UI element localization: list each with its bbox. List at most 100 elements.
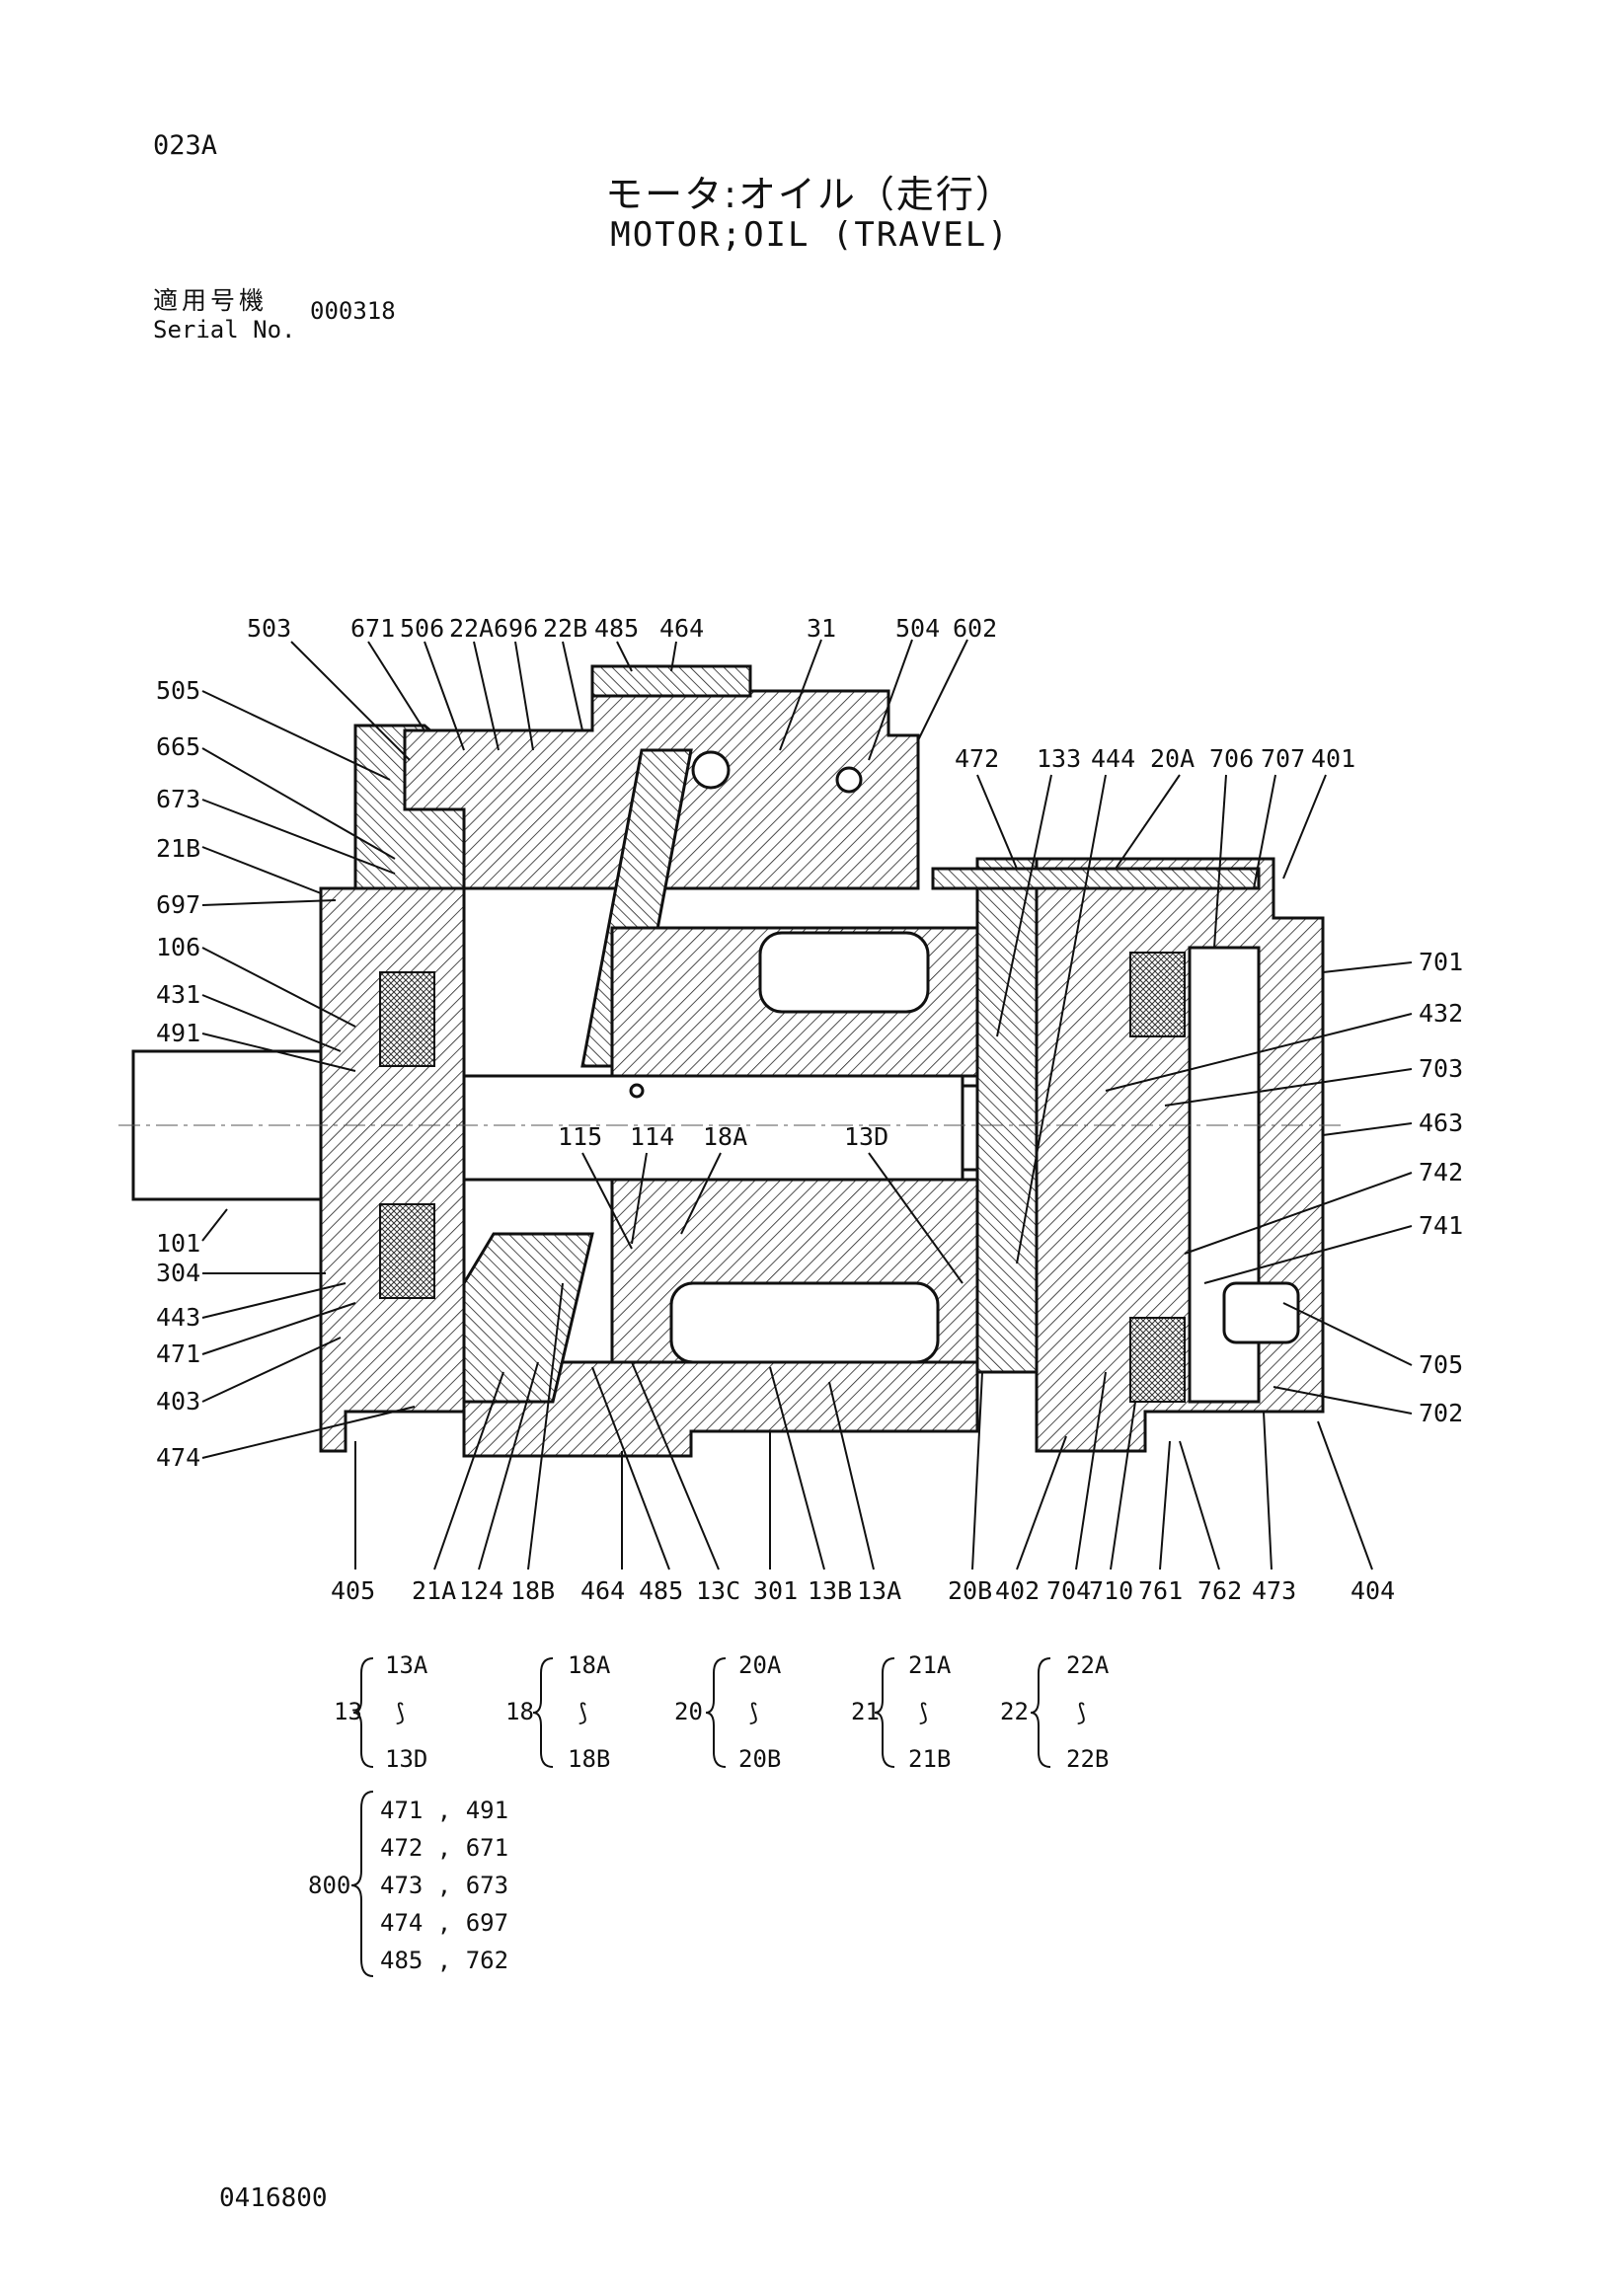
callout-401: 401 <box>1311 744 1355 773</box>
group-22-from: 22A <box>1066 1651 1110 1679</box>
callout-697: 697 <box>156 890 200 919</box>
group-18-range: ⟆ <box>576 1699 589 1726</box>
callout-504: 504 <box>895 614 940 643</box>
spring-plug <box>1222 1281 1300 1344</box>
group-13-to: 13D <box>385 1745 427 1773</box>
group-13: 13 13A ⟆ 13D <box>334 1651 428 1773</box>
callout-13b: 13B <box>808 1576 852 1605</box>
callout-404: 404 <box>1350 1576 1395 1605</box>
callout-464-bottom: 464 <box>580 1576 625 1605</box>
callout-505: 505 <box>156 676 200 705</box>
callouts-inner: 115 114 18A 13D <box>558 1122 888 1151</box>
kit-row-5: 485 , 762 <box>380 1947 508 1974</box>
group-22-id: 22 <box>1000 1698 1029 1725</box>
group-22-to: 22B <box>1066 1745 1109 1773</box>
group-20-from: 20A <box>738 1651 782 1679</box>
group-22-range: ⟆ <box>1074 1699 1088 1726</box>
kit-800: 800 471 , 491 472 , 671 473 , 673 474 , … <box>308 1791 508 1977</box>
callout-133: 133 <box>1037 744 1081 773</box>
document-number: 0416800 <box>219 2183 328 2213</box>
callout-696: 696 <box>494 614 538 643</box>
callout-20b: 20B <box>948 1576 992 1605</box>
group-21-range: ⟆ <box>916 1699 930 1726</box>
page-code: 023A <box>153 130 218 161</box>
kit-row-2: 472 , 671 <box>380 1834 508 1862</box>
callout-402: 402 <box>995 1576 1040 1605</box>
callout-506: 506 <box>400 614 444 643</box>
callout-432: 432 <box>1419 999 1463 1028</box>
callouts-top: 503 671 506 22A 696 22B 485 464 31 504 6… <box>247 614 1355 773</box>
group-21-from: 21A <box>908 1651 952 1679</box>
callout-671: 671 <box>350 614 395 643</box>
callouts-left: 505 665 673 21B 697 106 431 491 101 304 … <box>156 676 200 1472</box>
callout-20a: 20A <box>1150 744 1195 773</box>
valve-plate <box>975 857 1039 1374</box>
callout-22a: 22A <box>449 614 494 643</box>
group-20-range: ⟆ <box>746 1699 760 1726</box>
callout-706: 706 <box>1209 744 1254 773</box>
callout-473: 473 <box>1252 1576 1296 1605</box>
callout-101: 101 <box>156 1229 200 1258</box>
callout-762: 762 <box>1197 1576 1242 1605</box>
group-legend: 13 13A ⟆ 13D 18 18A ⟆ 18B 20 20A ⟆ 20B 2… <box>334 1651 1110 1773</box>
callout-702: 702 <box>1419 1399 1463 1427</box>
callout-701: 701 <box>1419 948 1463 976</box>
callout-405: 405 <box>331 1576 375 1605</box>
callout-491: 491 <box>156 1019 200 1047</box>
piston-lower <box>669 1281 940 1364</box>
callout-31: 31 <box>807 614 836 643</box>
serial-label-japanese: 適用号機 <box>153 286 269 315</box>
callout-485-bottom: 485 <box>639 1576 683 1605</box>
group-20-to: 20B <box>738 1745 781 1773</box>
callout-464: 464 <box>659 614 704 643</box>
title-english: MOTOR;OIL (TRAVEL) <box>610 215 1010 255</box>
callouts-bottom: 405 21A 124 18B 464 485 13C 301 13B 13A … <box>331 1576 1395 1605</box>
callout-704: 704 <box>1046 1576 1091 1605</box>
callout-301: 301 <box>753 1576 798 1605</box>
kit-row-3: 473 , 673 <box>380 1872 508 1899</box>
callout-761: 761 <box>1138 1576 1183 1605</box>
kit-row-1: 471 , 491 <box>380 1797 508 1824</box>
rear-bolt <box>931 867 1261 890</box>
callout-106: 106 <box>156 933 200 961</box>
callout-705: 705 <box>1419 1350 1463 1379</box>
callout-472: 472 <box>955 744 999 773</box>
group-13-from: 13A <box>385 1651 428 1679</box>
lower-swash-section <box>462 1232 594 1404</box>
callout-485: 485 <box>594 614 639 643</box>
plug-top <box>691 750 731 790</box>
group-21: 21 21A ⟆ 21B <box>851 1651 952 1773</box>
serial-label-english: Serial No. <box>153 316 296 344</box>
callout-463: 463 <box>1419 1109 1463 1137</box>
front-bearing-lower <box>379 1203 435 1299</box>
callout-471: 471 <box>156 1339 200 1368</box>
group-21-to: 21B <box>908 1745 951 1773</box>
front-bearing-upper <box>379 971 435 1067</box>
callout-18a: 18A <box>703 1122 747 1151</box>
callout-602: 602 <box>953 614 997 643</box>
motor-section <box>118 664 1343 1458</box>
callout-673: 673 <box>156 785 200 813</box>
callout-13d: 13D <box>844 1122 888 1151</box>
callout-742: 742 <box>1419 1158 1463 1186</box>
piston-upper <box>758 931 930 1014</box>
spline-ring-upper <box>1129 952 1186 1037</box>
callout-703: 703 <box>1419 1054 1463 1083</box>
kit-row-4: 474 , 697 <box>380 1909 508 1937</box>
orifice-top <box>835 766 863 794</box>
callout-21a: 21A <box>412 1576 456 1605</box>
title-japanese: モータ:オイル（走行） <box>605 173 1015 216</box>
group-13-range: ⟆ <box>393 1699 407 1726</box>
callouts-right: 701 432 703 463 742 741 705 702 <box>1419 948 1463 1427</box>
kit-id: 800 <box>308 1872 350 1899</box>
group-18-to: 18B <box>568 1745 610 1773</box>
callout-13c: 13C <box>696 1576 740 1605</box>
callout-115: 115 <box>558 1122 602 1151</box>
group-20: 20 20A ⟆ 20B <box>674 1651 782 1773</box>
callout-13a: 13A <box>857 1576 901 1605</box>
pin <box>629 1083 645 1099</box>
callout-474: 474 <box>156 1443 200 1472</box>
group-20-id: 20 <box>674 1698 703 1725</box>
callout-503: 503 <box>247 614 291 643</box>
